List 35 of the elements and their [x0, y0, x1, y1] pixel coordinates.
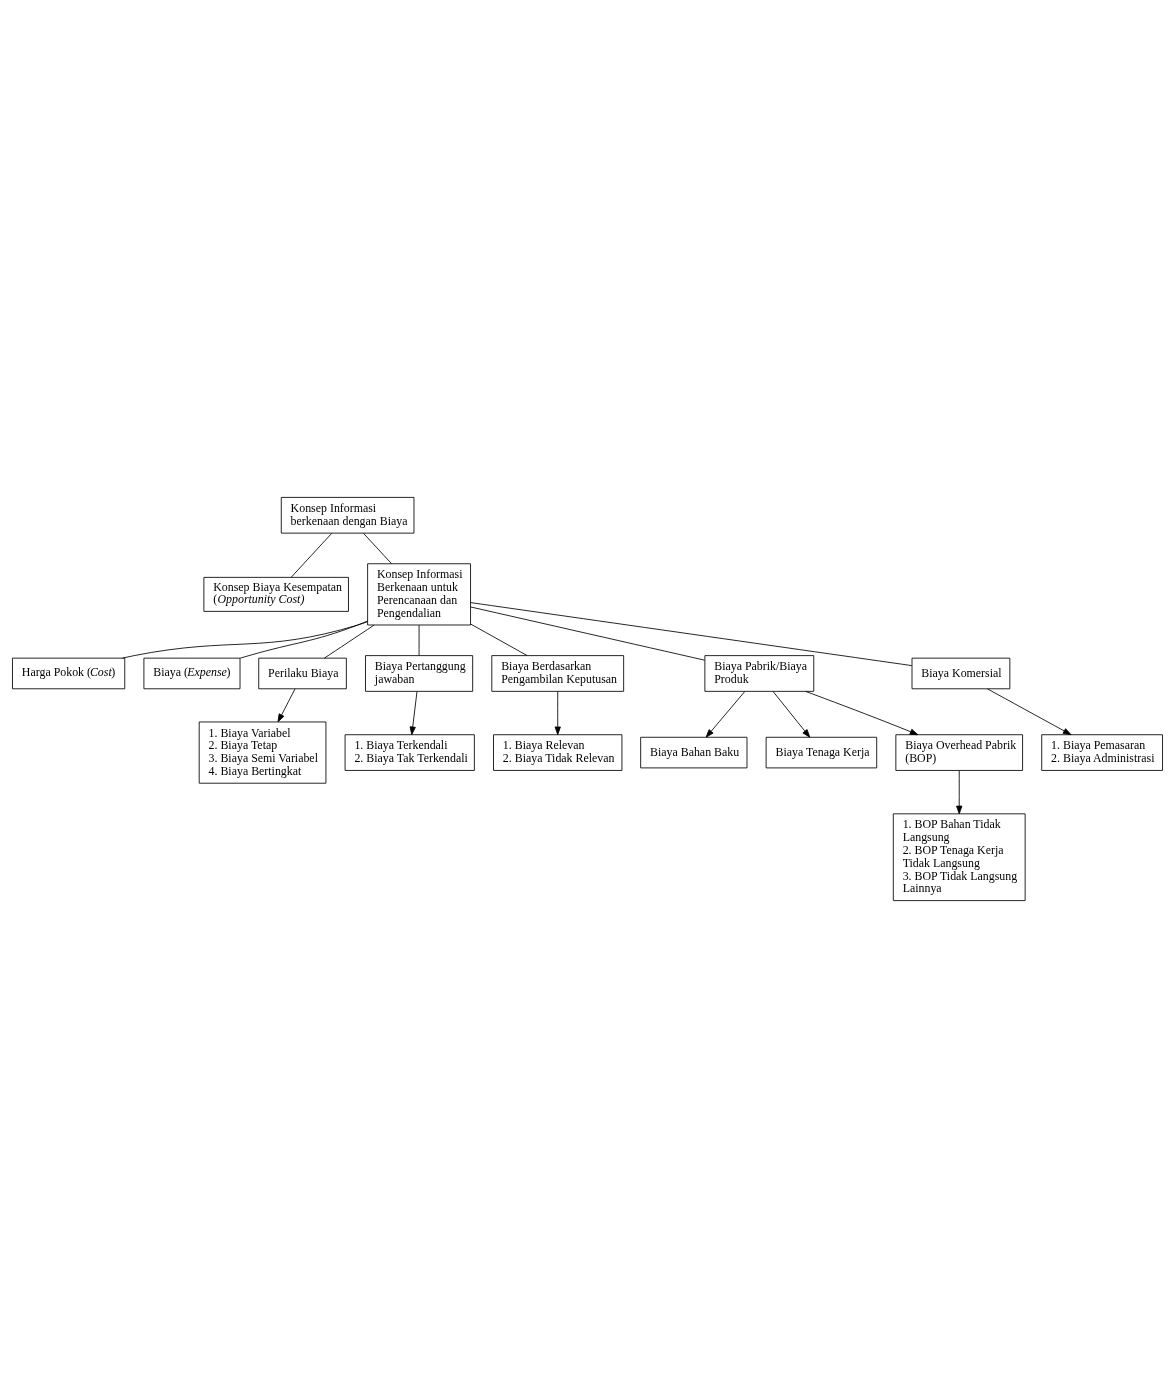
connector	[470, 623, 528, 656]
node-box: 1. Biaya Relevan 2. Biaya Tidak Relevan	[493, 734, 623, 771]
node-box: Biaya Pabrik/Biaya Produk	[704, 655, 815, 692]
node-box: Biaya Overhead Pabrik (BOP)	[895, 734, 1023, 771]
arrow	[554, 691, 561, 736]
node-box: Konsep Informasi berkenaan dengan Biaya	[280, 496, 415, 534]
arrow	[277, 688, 296, 723]
connector	[239, 620, 368, 659]
node-box: 1. BOP Bahan Tidak Langsung 2. BOP Tenaga Kerja Tidak Langsung 3. BOP Tidak Langsung Lainnya	[892, 813, 1026, 902]
node-box: Biaya Bahan Baku	[640, 736, 748, 769]
node-box: 1. Biaya Pemasaran 2. Biaya Administrasi	[1041, 734, 1163, 771]
node-box: 1. Biaya Terkendali 2. Biaya Tak Terkendali	[344, 734, 475, 771]
connector	[122, 621, 368, 659]
node-box: Biaya Pertanggung jawaban	[365, 655, 474, 692]
connector	[470, 606, 706, 661]
node-box: Biaya Tenaga Kerja	[765, 736, 878, 769]
arrow	[956, 770, 963, 815]
node-box: Biaya (Expense)	[143, 657, 241, 690]
node-box: Konsep Biaya Kesempatan (Opportunity Cost)	[203, 576, 349, 612]
node-box: Perilaku Biaya	[258, 657, 347, 690]
connector	[363, 532, 392, 565]
connector	[470, 602, 913, 667]
node-box: Harga Pokok (Cost)	[12, 657, 126, 690]
node-box: 1. Biaya Variabel 2. Biaya Tetap 3. Biaya Semi Variabel 4. Biaya Bertingkat	[198, 721, 327, 784]
arrow	[705, 691, 746, 738]
connector	[418, 624, 420, 656]
arrow	[772, 691, 811, 738]
node-box: Biaya Komersial	[911, 657, 1011, 690]
connector	[323, 624, 375, 659]
node-box: Konsep Informasi Berkenaan untuk Perencanaan dan Pengendalian	[367, 563, 471, 626]
arrow	[987, 688, 1072, 736]
node-box: Biaya Berdasarkan Pengambilan Keputusan	[491, 655, 625, 692]
arrow	[805, 691, 919, 736]
connector	[290, 532, 333, 578]
arrow	[409, 691, 418, 736]
